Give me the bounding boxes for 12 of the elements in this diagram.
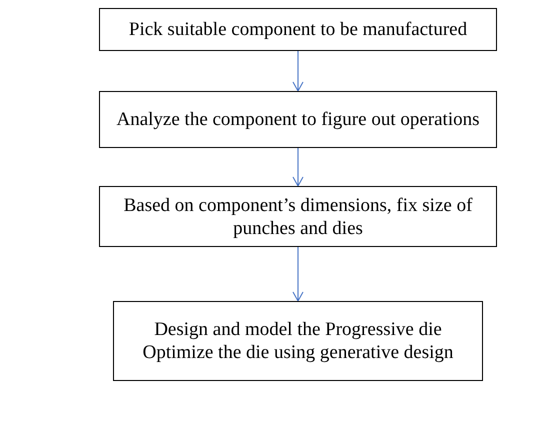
step-text: Optimize the die using generative design xyxy=(142,341,454,364)
step-text: Based on component’s dimensions, fix size of punches and dies xyxy=(122,194,474,240)
step-text: Pick suitable component to be manufactured xyxy=(128,18,468,41)
process-box xyxy=(99,91,497,148)
arrow xyxy=(292,148,304,186)
step-text: Design and model the Progressive die xyxy=(154,318,442,341)
arrow xyxy=(292,246,304,302)
arrow xyxy=(292,50,304,92)
step-text: Analyze the component to figure out operations xyxy=(116,108,480,131)
process-box xyxy=(99,8,497,51)
process-box xyxy=(113,301,483,381)
process-box xyxy=(99,186,497,247)
